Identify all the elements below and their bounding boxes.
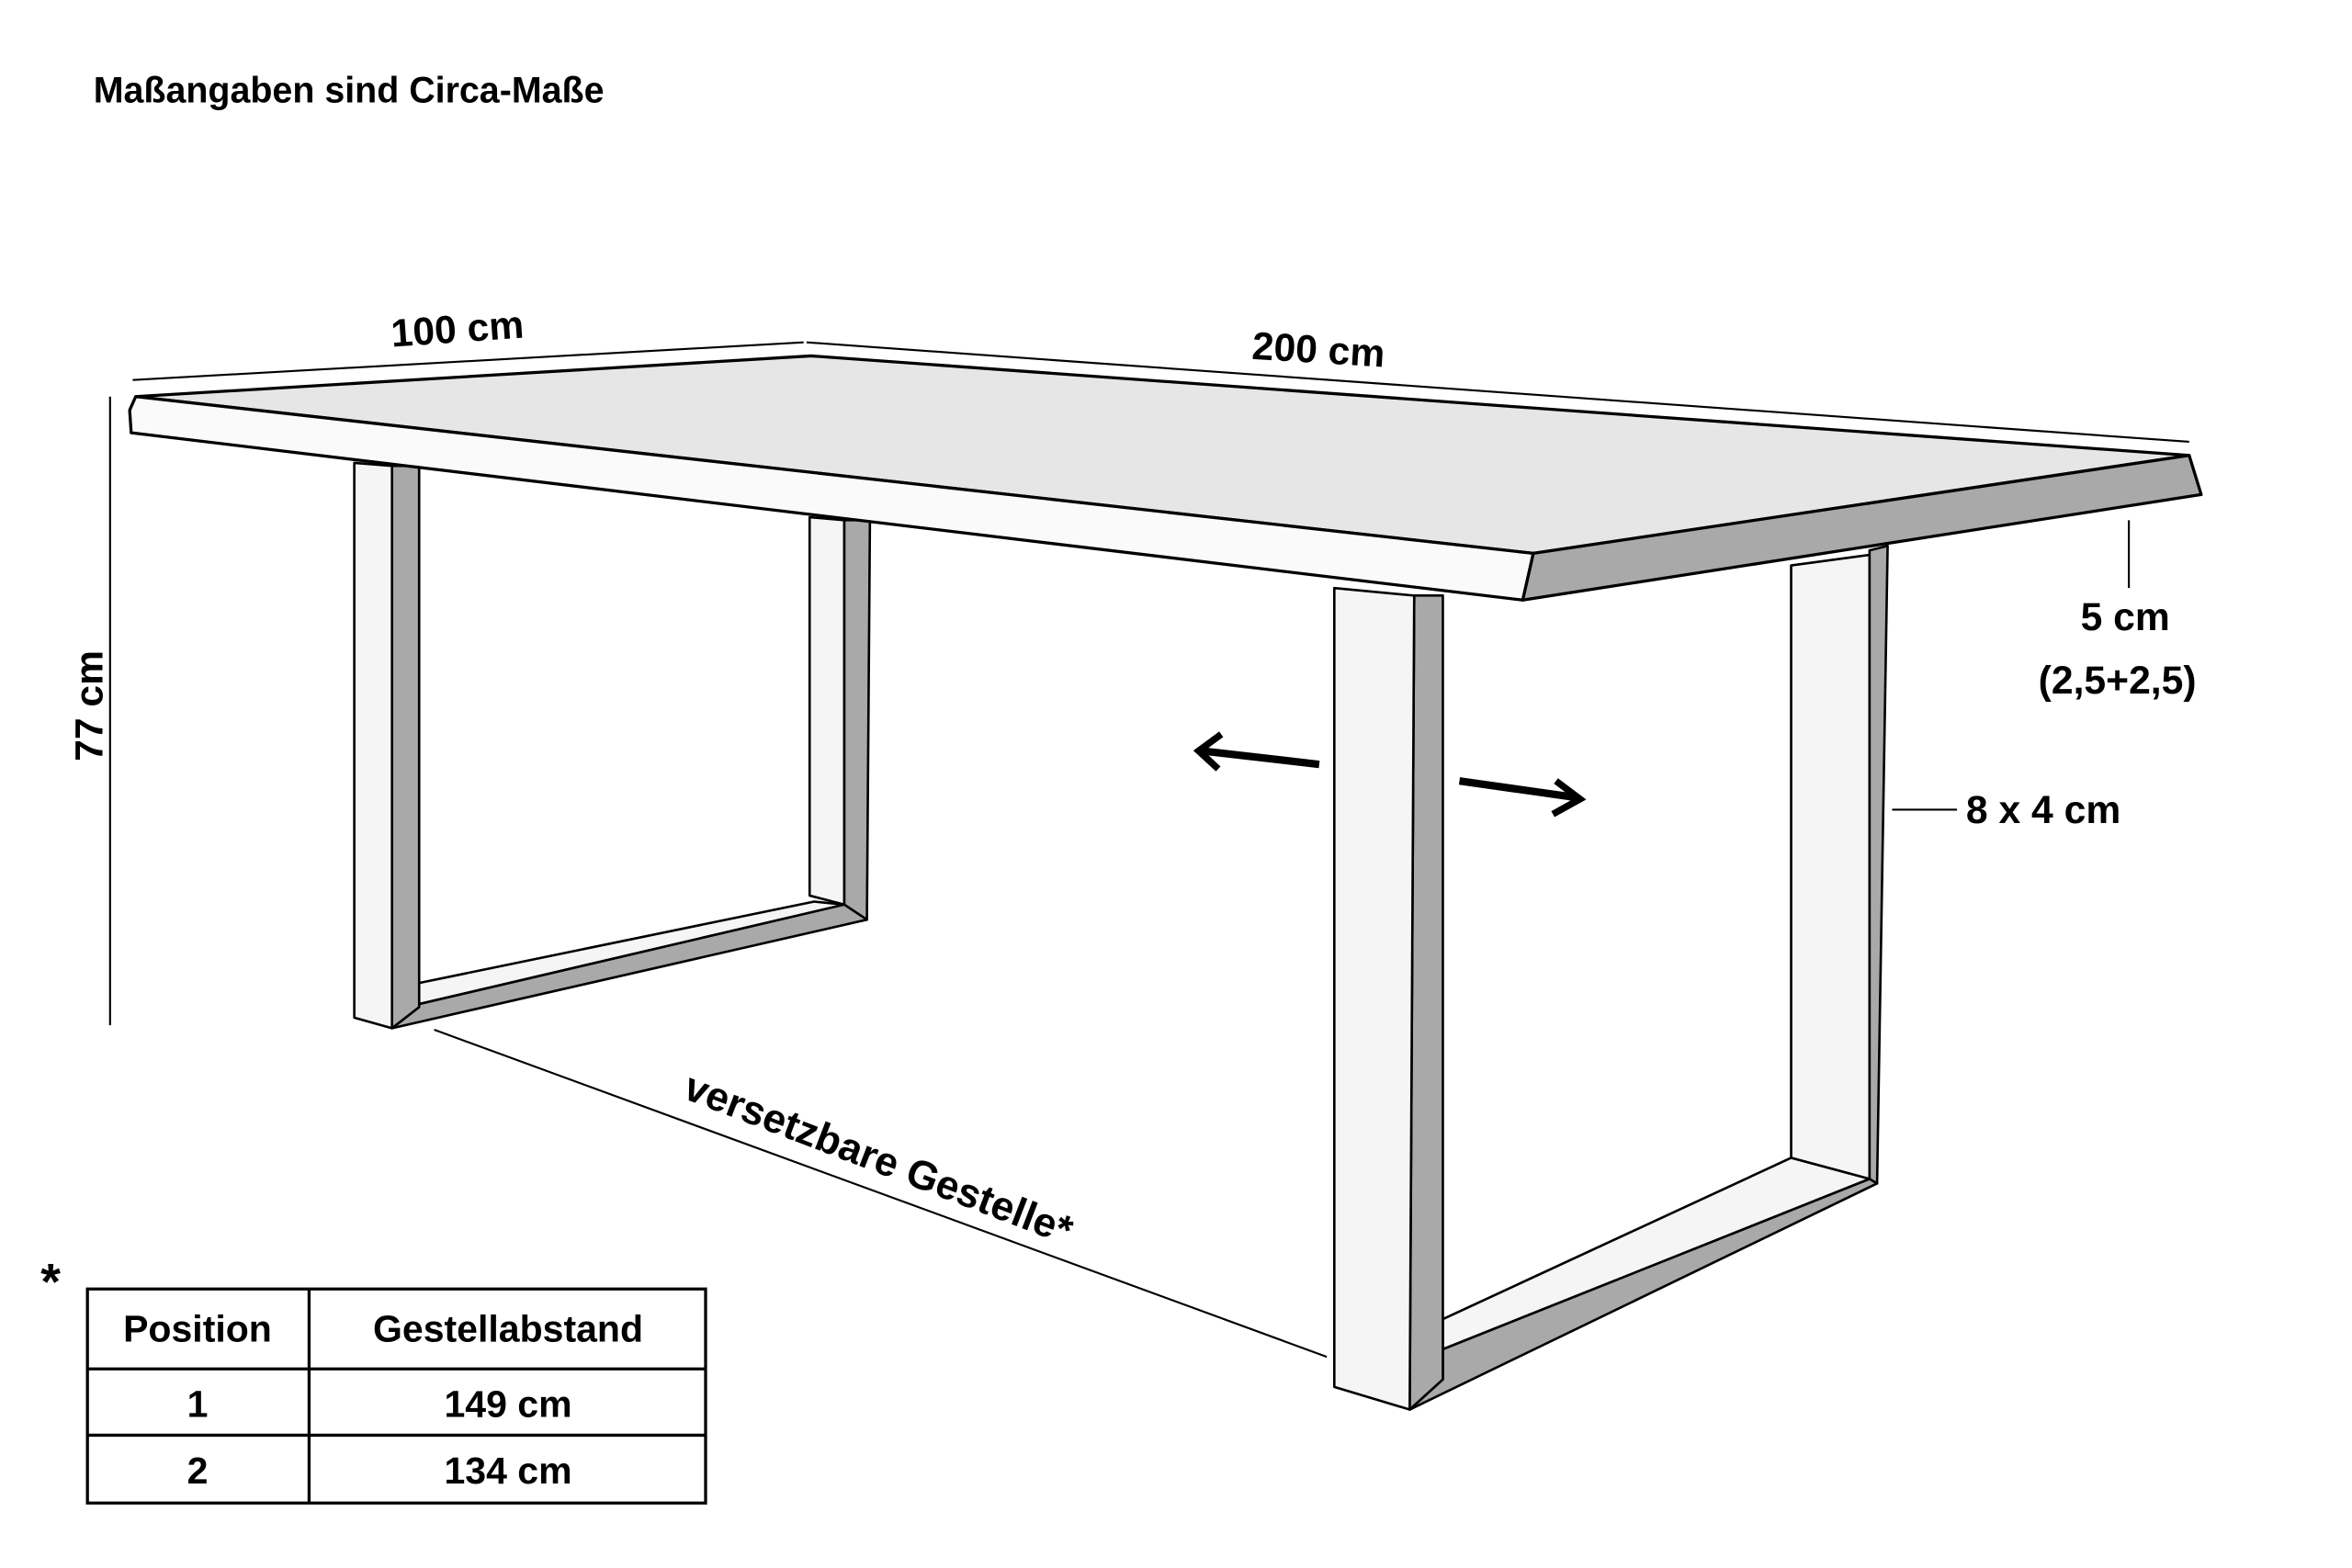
leg-profile-label: 8 x 4 cm — [1966, 788, 2120, 832]
thickness-label: 5 cm — [2081, 595, 2170, 639]
footnote-marker: * — [40, 1253, 61, 1311]
move-arrow-right-icon — [1458, 777, 1587, 818]
tabletop-side-face — [1521, 454, 2203, 602]
table-cell-position: 1 — [187, 1383, 209, 1426]
tabletop — [128, 354, 2203, 602]
frame-spacing-table: Position Gestellabstand 1 149 cm 2 134 c… — [85, 1287, 707, 1505]
table-cell-spacing: 134 cm — [444, 1450, 571, 1492]
height-label: 77 cm — [68, 650, 112, 761]
table-cell-position: 2 — [187, 1450, 209, 1492]
diagram-title: Maßangaben sind Circa-Maße — [94, 71, 605, 111]
movable-frames-label: versetzbare Gestelle* — [678, 1064, 1080, 1254]
tabletop-front-face — [128, 395, 1535, 602]
width-label: 100 cm — [390, 303, 526, 356]
right-leg-frame — [1332, 544, 1889, 1411]
left-leg-frame — [353, 461, 872, 1030]
length-label: 200 cm — [1250, 324, 1385, 377]
thickness-detail-label: (2,5+2,5) — [2039, 659, 2197, 703]
move-arrow-left-icon — [1193, 731, 1320, 772]
dimension-lines — [108, 341, 2189, 1359]
table-header-position: Position — [123, 1308, 272, 1350]
table-cell-spacing: 149 cm — [444, 1383, 571, 1426]
table-header-spacing: Gestellabstand — [373, 1308, 643, 1350]
